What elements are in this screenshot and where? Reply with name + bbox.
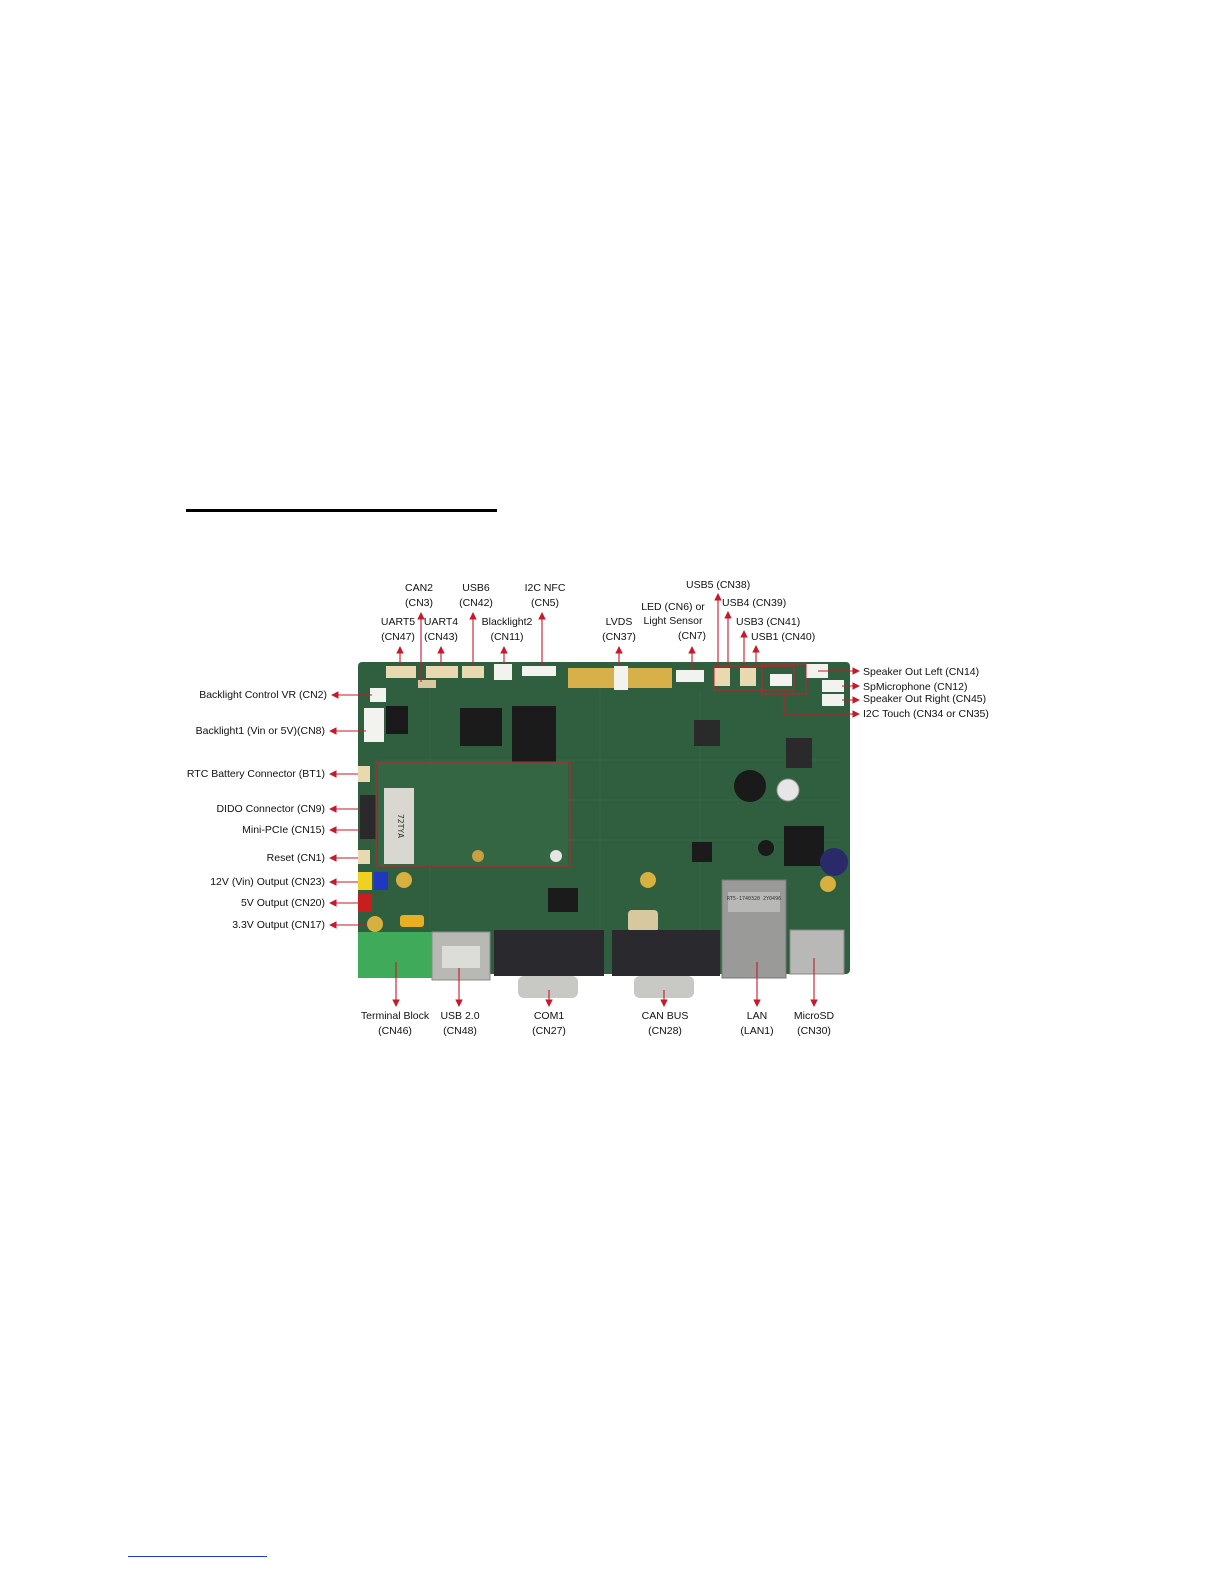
callout-usb3: USB3 (CN41)	[736, 616, 800, 668]
svg-text:I2C Touch (CN34 or CN35): I2C Touch (CN34 or CN35)	[863, 708, 989, 720]
svg-text:COM1: COM1	[534, 1010, 564, 1022]
svg-text:USB6: USB6	[462, 582, 490, 594]
svg-text:MicroSD: MicroSD	[794, 1010, 835, 1022]
terminal-block-connector	[358, 932, 432, 978]
callout-lvds: LVDS (CN37)	[602, 616, 636, 666]
svg-text:Blacklight2: Blacklight2	[482, 616, 533, 628]
minipcie-highlight-box	[375, 761, 571, 867]
svg-text:(CN46): (CN46)	[378, 1025, 412, 1037]
svg-text:(CN42): (CN42)	[459, 597, 493, 609]
callout-rtc-battery: RTC Battery Connector (BT1)	[187, 768, 358, 780]
svg-text:(CN37): (CN37)	[602, 631, 636, 643]
svg-text:(CN28): (CN28)	[648, 1025, 682, 1037]
svg-text:(CN48): (CN48)	[443, 1025, 477, 1037]
callout-com1: COM1 (CN27)	[532, 990, 566, 1037]
callout-i2c-touch: I2C Touch (CN34 or CN35)	[783, 694, 989, 720]
callout-backlight1: Backlight1 (Vin or 5V)(CN8)	[196, 725, 366, 737]
svg-text:3.3V Output (CN17): 3.3V Output (CN17)	[232, 919, 325, 931]
svg-text:(LAN1): (LAN1)	[740, 1025, 773, 1037]
svg-text:USB1 (CN40): USB1 (CN40)	[751, 631, 815, 643]
svg-text:SpMicrophone (CN12): SpMicrophone (CN12)	[863, 681, 967, 693]
svg-text:UART5: UART5	[381, 616, 415, 628]
callout-lan: LAN (LAN1)	[740, 962, 774, 1037]
callout-5v-output: 5V Output (CN20)	[241, 897, 358, 909]
callout-led-light-sensor: LED (CN6) or Light Sensor (CN7)	[641, 601, 706, 670]
svg-text:(CN47): (CN47)	[381, 631, 415, 643]
svg-text:LED (CN6) or: LED (CN6) or	[641, 601, 705, 613]
callout-usb6: USB6 (CN42)	[459, 582, 493, 666]
callout-speaker-right: Speaker Out Right (CN45)	[842, 693, 986, 705]
svg-text:Backlight Control VR (CN2): Backlight Control VR (CN2)	[199, 689, 327, 701]
svg-text:Reset (CN1): Reset (CN1)	[267, 852, 325, 864]
section-heading-underline	[186, 509, 497, 512]
svg-text:Backlight1 (Vin or 5V)(CN8): Backlight1 (Vin or 5V)(CN8)	[196, 725, 325, 737]
svg-text:USB4 (CN39): USB4 (CN39)	[722, 597, 786, 609]
callout-can-bus: CAN BUS (CN28)	[642, 990, 689, 1037]
svg-text:(CN27): (CN27)	[532, 1025, 566, 1037]
callout-i2c-nfc: I2C NFC (CN5)	[525, 582, 566, 666]
svg-text:12V (Vin) Output (CN23): 12V (Vin) Output (CN23)	[210, 876, 325, 888]
svg-text:Speaker Out Left (CN14): Speaker Out Left (CN14)	[863, 666, 979, 678]
callout-terminal-block: Terminal Block (CN46)	[361, 962, 430, 1037]
svg-text:(CN11): (CN11)	[490, 631, 523, 643]
callout-can2: CAN2 (CN3)	[405, 582, 433, 682]
module-silkscreen: 72TYA	[396, 814, 405, 838]
svg-text:USB3 (CN41): USB3 (CN41)	[736, 616, 800, 628]
svg-text:(CN30): (CN30)	[797, 1025, 831, 1037]
callout-dido: DIDO Connector (CN9)	[216, 803, 360, 815]
callout-usb20: USB 2.0 (CN48)	[440, 968, 480, 1037]
svg-text:(CN43): (CN43)	[424, 631, 458, 643]
callout-12v-output: 12V (Vin) Output (CN23)	[210, 876, 358, 888]
svg-text:DIDO Connector (CN9): DIDO Connector (CN9)	[216, 803, 325, 815]
footnote-link-underline	[128, 1556, 267, 1557]
svg-text:LVDS: LVDS	[606, 616, 633, 628]
callout-uart4: UART4 (CN43)	[424, 616, 458, 666]
pcb-board-photo: 72TYA RT5-1740320 2Y0496	[358, 662, 850, 998]
svg-text:Light Sensor: Light Sensor	[644, 615, 703, 627]
svg-text:USB5 (CN38): USB5 (CN38)	[686, 579, 750, 591]
lan-silkscreen: RT5-1740320 2Y0496	[727, 896, 781, 902]
svg-text:Terminal Block: Terminal Block	[361, 1010, 430, 1022]
callout-usb4: USB4 (CN39)	[722, 597, 786, 668]
svg-text:CAN BUS: CAN BUS	[642, 1010, 689, 1022]
callout-blacklight2: Blacklight2 (CN11)	[482, 616, 533, 664]
svg-text:5V Output (CN20): 5V Output (CN20)	[241, 897, 325, 909]
svg-text:Speaker Out Right (CN45): Speaker Out Right (CN45)	[863, 693, 986, 705]
svg-text:CAN2: CAN2	[405, 582, 433, 594]
callout-minipcie: Mini-PCIe (CN15)	[242, 824, 360, 836]
callout-reset: Reset (CN1)	[267, 852, 358, 864]
svg-text:(CN5): (CN5)	[531, 597, 559, 609]
svg-text:LAN: LAN	[747, 1010, 767, 1022]
callout-3v3-output: 3.3V Output (CN17)	[232, 919, 367, 931]
svg-text:I2C NFC: I2C NFC	[525, 582, 566, 594]
callout-usb5: USB5 (CN38)	[686, 579, 750, 668]
svg-text:(CN7): (CN7)	[678, 630, 706, 642]
usb-highlight-box	[713, 665, 795, 691]
callout-speaker-left: Speaker Out Left (CN14)	[818, 666, 979, 678]
callout-microsd: MicroSD (CN30)	[794, 958, 835, 1037]
callout-spmicrophone: SpMicrophone (CN12)	[842, 681, 967, 693]
callout-usb1: USB1 (CN40)	[751, 631, 815, 668]
callout-backlight-control-vr: Backlight Control VR (CN2)	[199, 689, 372, 701]
svg-text:RTC Battery Connector (BT1): RTC Battery Connector (BT1)	[187, 768, 325, 780]
svg-text:USB 2.0: USB 2.0	[440, 1010, 479, 1022]
svg-text:UART4: UART4	[424, 616, 458, 628]
svg-text:Mini-PCIe (CN15): Mini-PCIe (CN15)	[242, 824, 325, 836]
svg-text:(CN3): (CN3)	[405, 597, 433, 609]
callout-uart5: UART5 (CN47)	[381, 616, 415, 666]
